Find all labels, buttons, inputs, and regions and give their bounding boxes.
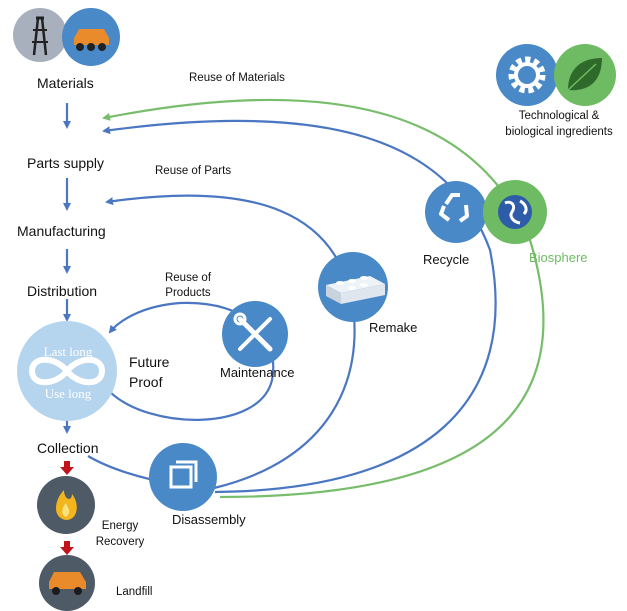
- stage-materials: Materials: [37, 75, 94, 91]
- stage-collection: Collection: [37, 440, 99, 456]
- reuse-of-materials-green-flow: [102, 98, 545, 499]
- disassembly-label: Disassembly: [172, 512, 246, 527]
- legend-line1: Technological &: [518, 110, 600, 122]
- energy-recovery-line1: Energy: [101, 520, 139, 532]
- wrench-screwdriver-icon: [222, 301, 288, 367]
- landfill-label: Landfill: [116, 586, 153, 598]
- reuse-of-products-line2: Products: [165, 287, 211, 299]
- maintenance-label: Maintenance: [220, 365, 295, 380]
- fire-icon: [37, 476, 95, 534]
- dump-truck-icon: [39, 555, 95, 611]
- gear-icon: [496, 44, 558, 106]
- infinity-icon: [17, 321, 117, 421]
- puzzle-squares-icon: [149, 443, 217, 511]
- remake-label: Remake: [369, 320, 418, 335]
- future-proof-line2: Proof: [129, 374, 163, 390]
- reuse-of-parts-label: Reuse of Parts: [155, 165, 232, 177]
- oil-rig-icon: [13, 8, 67, 62]
- infinity-bottom-text: Use long: [44, 386, 92, 401]
- red-arrows: [60, 461, 74, 555]
- stage-distribution: Distribution: [27, 283, 98, 299]
- legend-line2: biological ingredients: [505, 126, 613, 138]
- biosphere-label: Biosphere: [529, 250, 588, 265]
- stage-manufacturing: Manufacturing: [17, 223, 106, 239]
- reuse-of-materials-blue-flow: [102, 119, 497, 494]
- energy-recovery-line2: Recovery: [95, 536, 145, 548]
- lego-brick-icon: [318, 252, 388, 322]
- recycle-label: Recycle: [423, 252, 470, 267]
- reuse-of-materials-label: Reuse of Materials: [189, 72, 285, 84]
- reuse-of-products-line1: Reuse of: [164, 272, 212, 284]
- globe-icon: [483, 180, 547, 244]
- recycle-icon: [425, 181, 487, 243]
- stage-parts-supply: Parts supply: [27, 155, 105, 171]
- future-proof-line1: Future: [129, 354, 170, 370]
- mining-truck-icon: [62, 8, 120, 66]
- leaf-icon: [554, 44, 616, 106]
- infinity-top-text: Last long: [43, 344, 93, 359]
